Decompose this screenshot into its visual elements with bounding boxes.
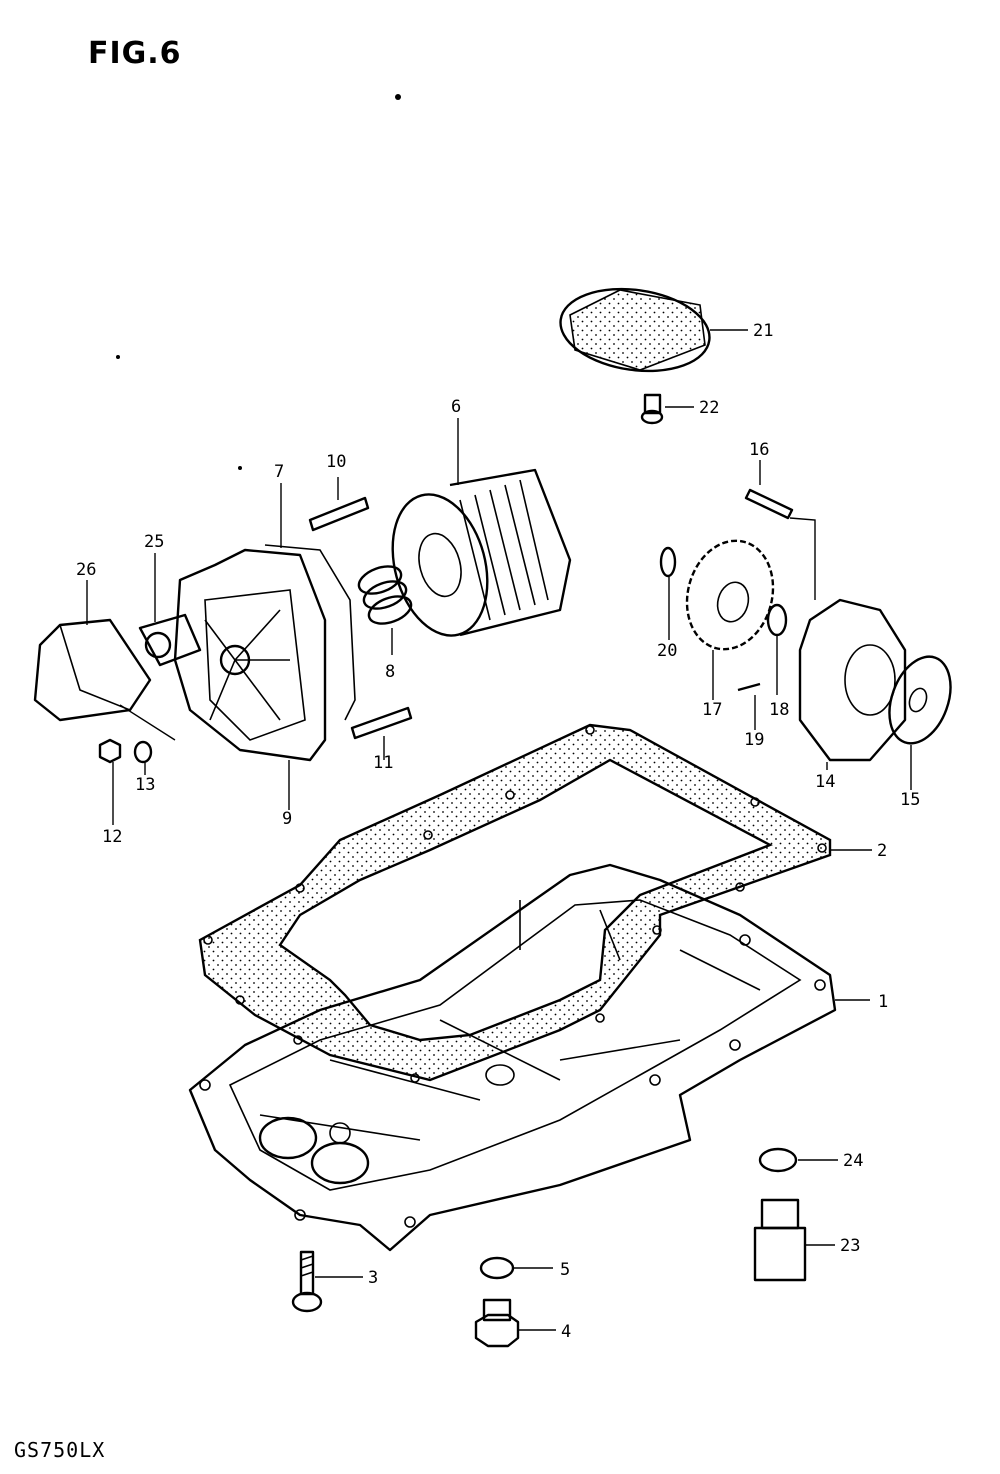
oil-filter-drawing [391,468,572,637]
drain-gasket-drawing [479,1256,515,1280]
callout-16: 16 [749,440,769,460]
filter-cap-drawing [33,618,152,722]
gear-washer-drawing [766,603,788,637]
callout-19: 19 [744,730,764,750]
figure-title: FIG.6 [88,36,182,71]
callout-9: 9 [282,809,292,829]
stud-bolt-drawings [308,496,413,740]
regulator-drawing [138,613,202,667]
callout-15: 15 [900,790,920,810]
pin-drawing [737,682,761,692]
callout-10: 10 [326,452,346,472]
callout-12: 12 [102,827,122,847]
oil-pan-bolt-drawing [291,1250,323,1313]
callout-24: 24 [843,1151,863,1171]
callout-17: 17 [702,700,722,720]
callout-6: 6 [451,397,461,417]
switch-gasket-drawing [758,1147,798,1173]
drain-plug-drawing [474,1298,520,1348]
speck [116,355,120,359]
callout-26: 26 [76,560,96,580]
callout-3: 3 [368,1268,378,1288]
oil-pan-drawing [188,863,837,1252]
oil-pressure-switch-drawing [753,1198,807,1282]
washer-drawing [133,740,153,764]
callout-21: 21 [753,321,773,341]
callout-11: 11 [373,753,393,773]
callout-7: 7 [274,462,284,482]
oil-pan-gasket-drawing [198,723,832,1083]
callout-1: 1 [878,992,888,1012]
callout-5: 5 [560,1260,570,1280]
callout-8: 8 [385,662,395,682]
oil-strainer-drawing [559,287,711,373]
pump-bolt-drawing [744,488,794,520]
circlip-drawing [659,546,677,578]
speck [395,94,401,100]
leader-lines [86,329,912,1331]
callout-22: 22 [699,398,719,418]
callout-25: 25 [144,532,164,552]
callout-23: 23 [840,1236,860,1256]
callout-4: 4 [561,1322,571,1342]
speck [238,466,242,470]
oil-filter-cover-drawing [173,544,356,762]
callout-13: 13 [135,775,155,795]
filter-spring-drawing [357,565,413,625]
callout-20: 20 [657,641,677,661]
oil-pump-drawing [798,598,952,762]
strainer-screw-drawing [640,393,664,425]
cap-nut-drawing [98,738,122,764]
callout-14: 14 [815,772,835,792]
callout-2: 2 [877,841,887,861]
model-code: GS750LX [14,1438,106,1462]
pump-driven-gear-drawing [685,539,775,651]
callout-18: 18 [769,700,789,720]
